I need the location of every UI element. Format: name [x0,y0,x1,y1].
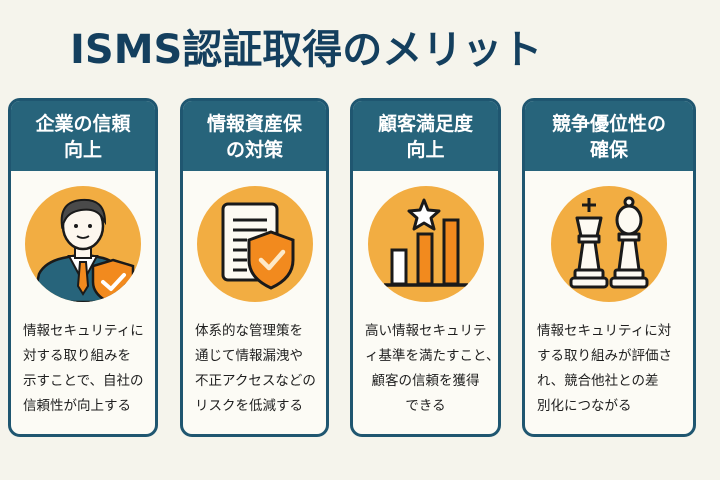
card-header-line: 向上 [406,139,445,161]
description-line: 情報セキュリティに対 [537,323,672,339]
card-header: 企業の信頼 向上 [11,101,155,171]
benefit-card-customer-satisfaction: 顧客満足度 向上 高い情報セキュリテ ィ基準を満たすこと、 顧客の信頼を獲得 で… [350,98,501,437]
description-line: 信頼性が向上する [23,398,131,414]
card-header-line: 向上 [63,139,102,161]
card-header-line: 競争優位性の [551,113,666,135]
card-header-line: 企業の信頼 [35,113,131,135]
card-header-line: 情報資産保 [206,113,302,135]
card-header: 顧客満足度 向上 [353,101,498,171]
benefit-card-competitive-advantage: 競争優位性の 確保 情報セキュリティに対 [522,98,696,437]
description-line: 対する取り組みを [23,348,131,364]
card-header: 情報資産保 の対策 [183,101,326,171]
card-header-line: の対策 [225,139,283,161]
card-header-line: 顧客満足度 [377,113,473,135]
benefit-card-trust: 企業の信頼 向上 情報セキュリティに 対する取り組みを 示 [8,98,158,437]
card-header-line: 確保 [589,139,628,161]
description-line: 情報セキュリティに [23,323,144,339]
description-line: 体系的な管理策を [195,323,303,339]
document-shield-check-icon [196,186,313,302]
description-line: ィ基準を満たすこと、 [365,348,500,364]
businessman-shield-check-icon [25,186,141,302]
page-title: ISMS認証取得のメリット [70,27,543,73]
description-line: リスクを低減する [195,398,303,414]
description-line: れ、競合他社との差 [537,373,659,389]
card-description: 情報セキュリティに 対する取り組みを 示すことで、自社の 信頼性が向上する [11,319,155,419]
description-line: 示すことで、自社の [23,373,144,389]
description-line: できる [405,398,446,414]
description-line: 不正アクセスなどの [195,373,316,389]
benefit-card-asset-protection: 情報資産保 の対策 体系的な管理策を 通じて情報漏洩や 不正アクセスなどの リス… [180,98,329,437]
description-line: 高い情報セキュリテ [365,323,487,339]
card-header: 競争優位性の 確保 [525,101,693,171]
card-description: 体系的な管理策を 通じて情報漏洩や 不正アクセスなどの リスクを低減する [183,319,326,419]
description-line: 別化につながる [537,398,632,414]
description-line: する取り組みが評価さ [537,348,672,364]
chess-pieces-icon [551,186,667,302]
description-line: 通じて情報漏洩や [195,348,303,364]
description-line: 顧客の信頼を獲得 [371,373,480,389]
card-description: 高い情報セキュリテ ィ基準を満たすこと、 顧客の信頼を獲得 できる [353,319,498,419]
card-description: 情報セキュリティに対 する取り組みが評価さ れ、競合他社との差 別化につながる [525,319,693,419]
bar-chart-star-icon [367,186,484,302]
